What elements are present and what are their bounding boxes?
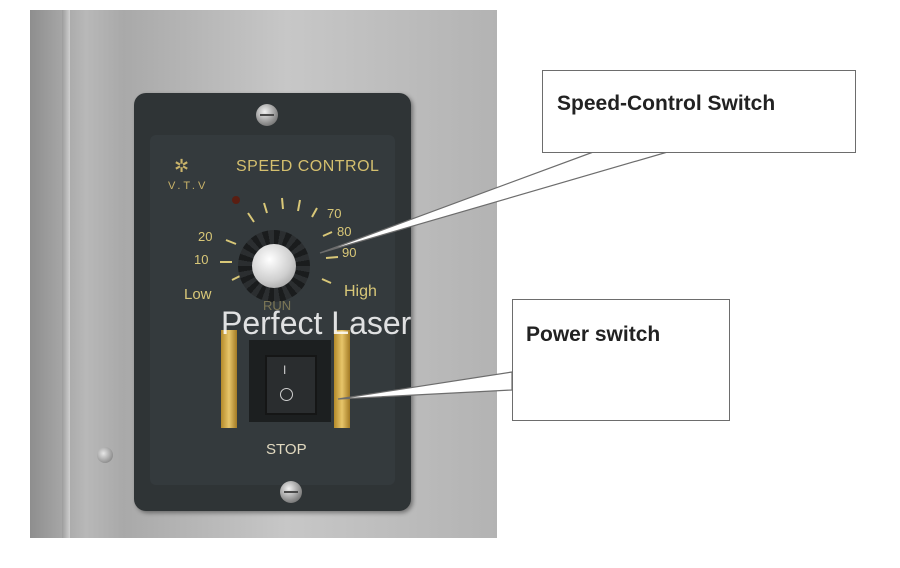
dial-tick [297,199,301,212]
power-callout-pointer [337,371,513,400]
watermark-text: Perfect Laser [221,305,412,341]
scale-label-20: 20 [198,229,213,244]
scale-label-90: 90 [342,245,357,260]
power-callout-box [512,299,730,421]
rocker-on-label: I [283,363,287,377]
brand-label: V.T.V [168,180,209,192]
cabinet-edge [62,10,70,538]
control-plate-face [150,135,395,485]
high-label: High [344,283,377,300]
brand-logo-icon: ✲ [174,156,190,176]
power-rocker-switch[interactable] [265,355,317,415]
dial-tick [321,278,332,284]
speed-knob-cap[interactable] [252,244,296,288]
indicator-led [232,196,240,204]
panel-title: SPEED CONTROL [236,158,380,175]
top-screw-icon [256,104,278,126]
right-brass-rail [334,330,350,428]
stop-label: STOP [266,441,307,458]
scale-label-80: 80 [337,224,352,239]
dial-tick [281,197,284,210]
dial-tick [225,239,237,245]
dial-tick [311,207,318,218]
cabinet-bolt [97,447,113,463]
speed-callout-box [542,70,856,153]
scale-label-10: 10 [194,252,209,267]
dial-tick [263,202,268,214]
speed-callout-pointer [319,150,672,254]
rocker-off-icon [280,388,293,401]
dial-tick [325,256,339,259]
dial-tick [247,212,255,223]
low-label: Low [184,286,212,303]
power-callout-label: Power switch [526,323,661,346]
dial-tick [322,231,333,237]
run-label: RUN [263,298,292,313]
bottom-screw-icon [280,481,302,503]
scale-label-70: 70 [327,206,342,221]
speed-callout-label: Speed-Control Switch [557,92,776,115]
left-brass-rail [221,330,237,428]
